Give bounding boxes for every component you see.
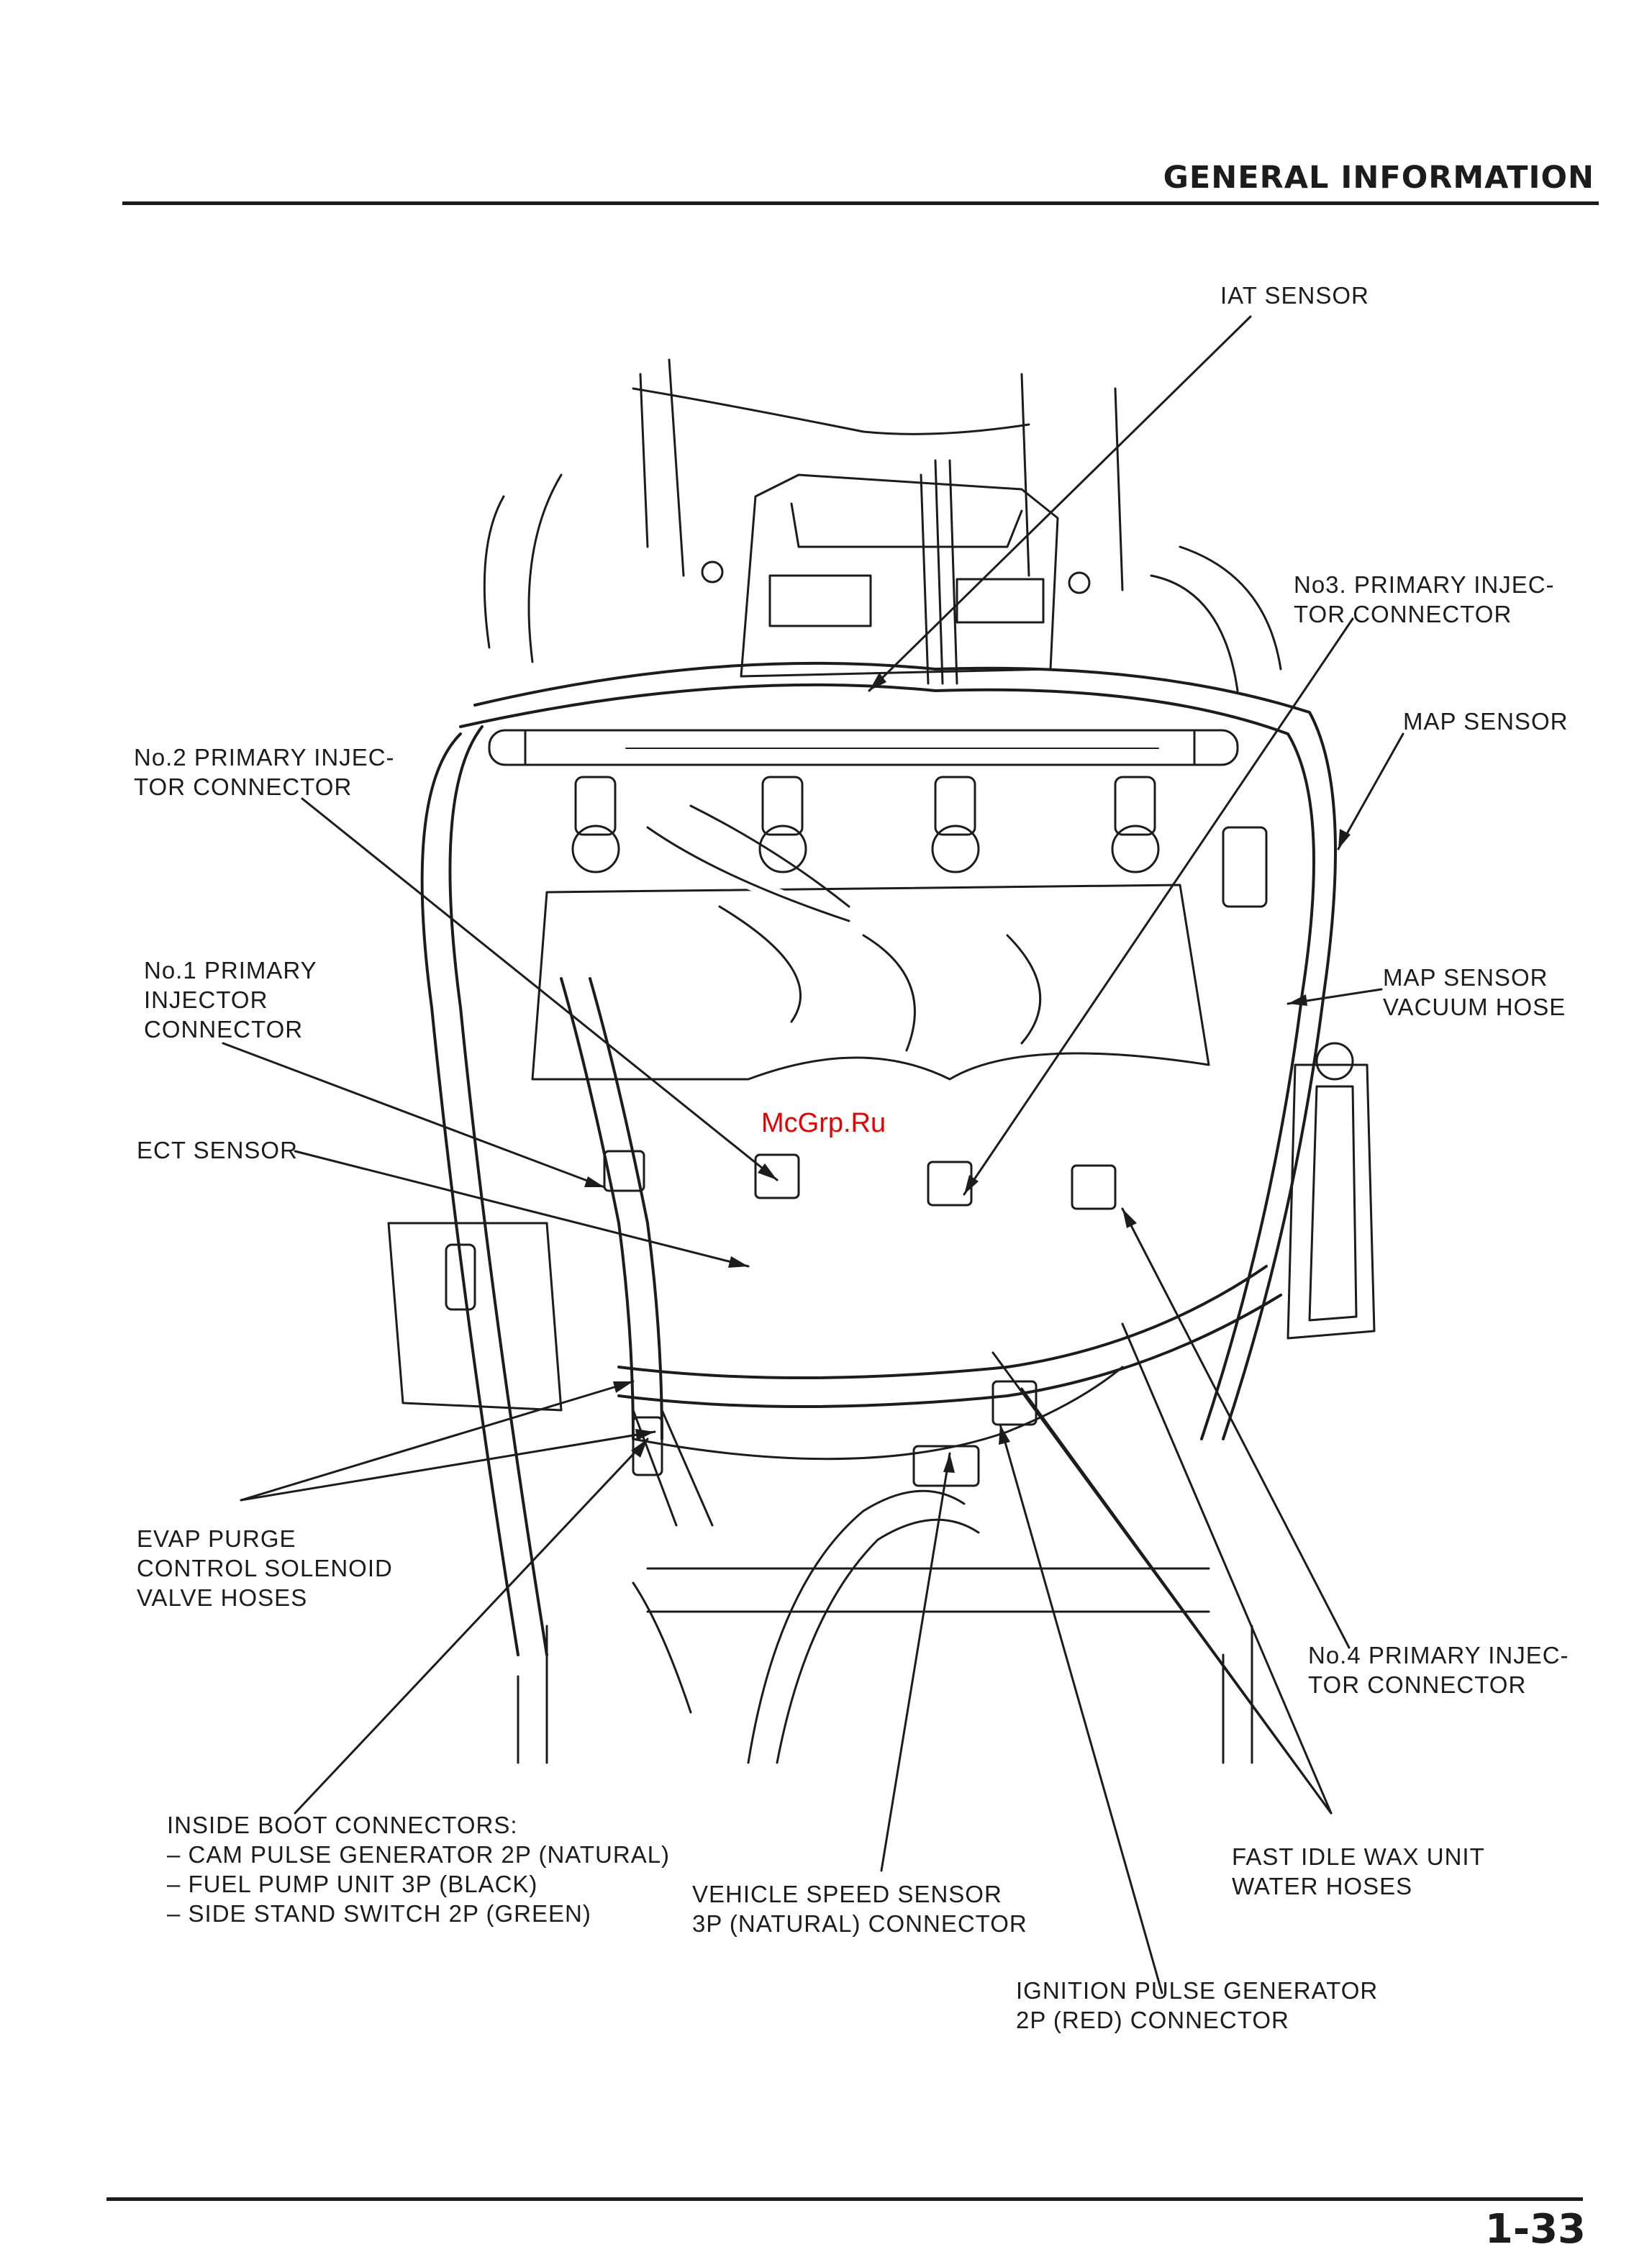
section-title: GENERAL INFORMATION — [1163, 160, 1594, 196]
label-ect-sensor: ECT SENSOR — [137, 1137, 298, 1163]
label-no1-primary-injector-connector: No.1 PRIMARY INJECTOR CONNECTOR — [144, 957, 317, 1043]
label-evap-purge-control-solenoid-valve-hoses: EVAP PURGE CONTROL SOLENOID VALVE HOSES — [137, 1525, 393, 1611]
label-no2-primary-injector-connector: No.2 PRIMARY INJEC- TOR CONNECTOR — [134, 744, 395, 800]
label-inside-boot-connectors: INSIDE BOOT CONNECTORS: – CAM PULSE GENE… — [167, 1812, 671, 1927]
callout-leader-lines — [223, 317, 1403, 1993]
label-iat-sensor: IAT SENSOR — [1220, 282, 1369, 309]
label-no3-primary-injector-connector: No3. PRIMARY INJEC- TOR CONNECTOR — [1294, 571, 1555, 627]
fuel-rail — [489, 730, 1238, 765]
connectors — [604, 827, 1266, 1486]
watermark-text: McGrp.Ru — [761, 1108, 886, 1138]
page-number: 1-33 — [1484, 2206, 1586, 2252]
header-rule — [122, 201, 1599, 205]
throttle-body — [532, 806, 1209, 1079]
left-side-components — [389, 1223, 712, 1712]
label-map-sensor-vacuum-hose: MAP SENSOR VACUUM HOSE — [1383, 964, 1566, 1020]
footer-rule — [106, 2197, 1583, 2201]
wiring-harness — [422, 663, 1335, 1763]
air-box — [702, 460, 1089, 684]
label-no4-primary-injector-connector: No.4 PRIMARY INJEC- TOR CONNECTOR — [1308, 1642, 1569, 1698]
injectors — [573, 777, 1158, 872]
label-map-sensor: MAP SENSOR — [1403, 708, 1569, 735]
label-vehicle-speed-sensor-connector: VEHICLE SPEED SENSOR 3P (NATURAL) CONNEC… — [692, 1881, 1027, 1937]
callout-arrowheads — [584, 673, 1351, 1473]
label-ignition-pulse-generator-connector: IGNITION PULSE GENERATOR 2P (RED) CONNEC… — [1016, 1977, 1379, 2033]
frame-outline — [484, 360, 1374, 1763]
label-fast-idle-wax-unit-water-hoses: FAST IDLE WAX UNIT WATER HOSES — [1232, 1843, 1485, 1899]
